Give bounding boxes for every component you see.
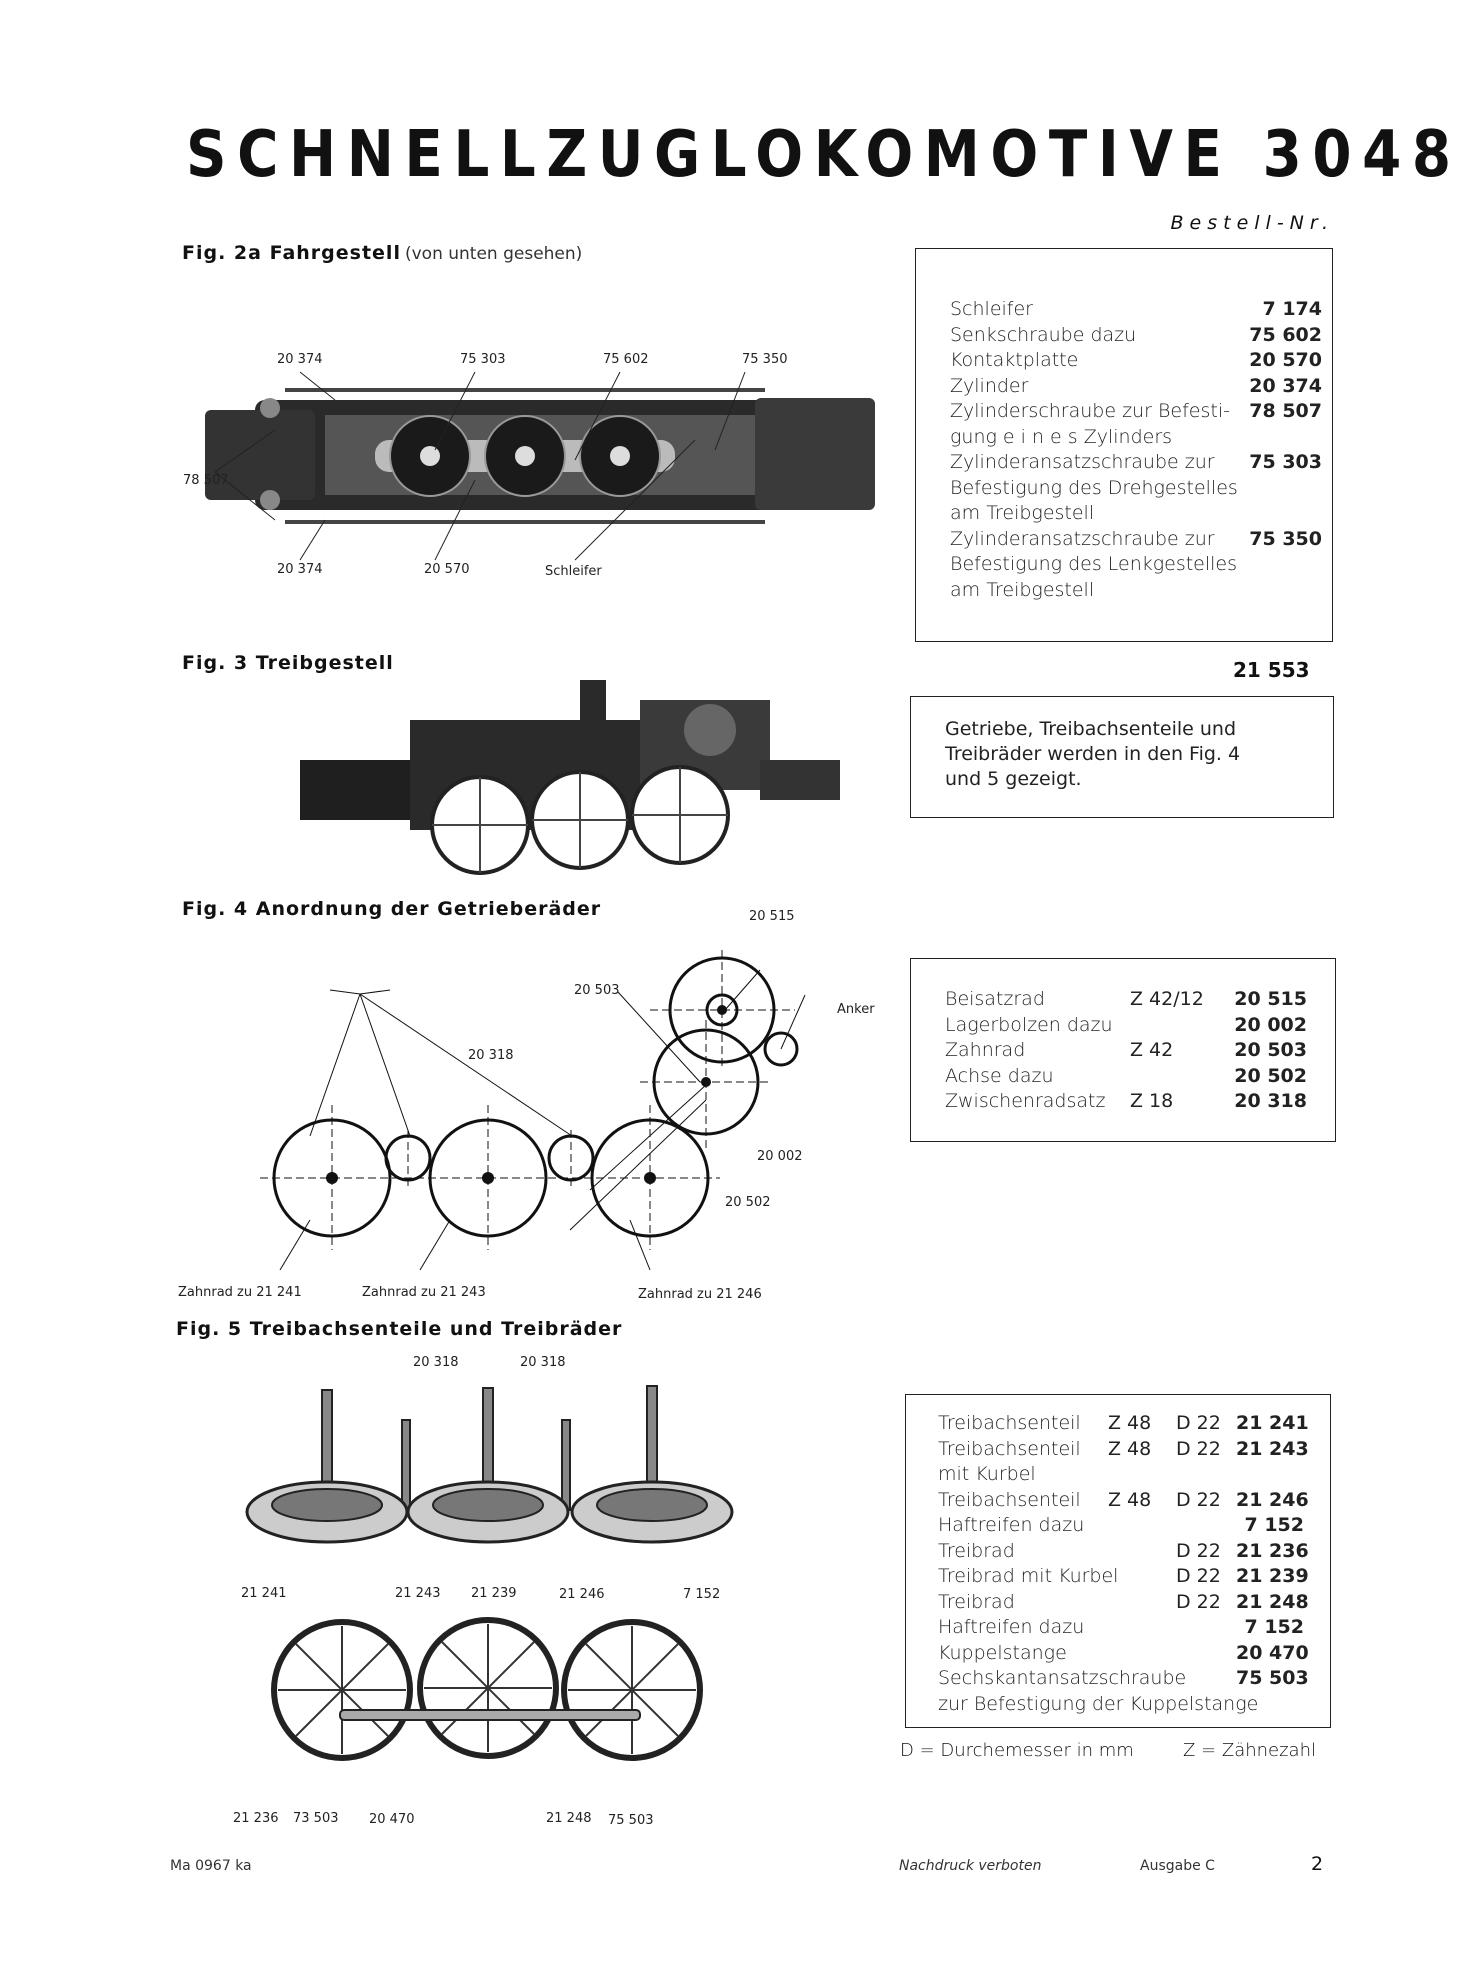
fig4-callout: 20 318 [468,1048,514,1063]
axle-and-wheels-illustration [245,1385,734,1761]
fig5-callout: 20 318 [520,1355,566,1370]
fig5-callout: 75 503 [608,1813,654,1828]
fig5-callout: 21 248 [546,1811,592,1826]
fig4-callout: Anker [837,1002,875,1017]
legend-teeth: Z = Zähnezahl [1183,1740,1316,1761]
fig-4-label: Fig. 4 Anordnung der Getrieberäder [182,898,602,920]
legend-diameter: D = Durchemesser in mm [900,1740,1134,1761]
note-line: Treibräder werden in den Fig. 4 [945,743,1241,765]
fig2a-callout: 75 303 [460,352,506,367]
page-title: SCHNELLZUGLOKOMOTIVE 3048 [186,118,1462,192]
fig2a-callout: 20 570 [424,562,470,577]
note-line: und 5 gezeigt. [945,768,1082,790]
fig4-callout: 20 503 [574,983,620,998]
fig-3-label: Fig. 3 Treibgestell [182,652,394,674]
part-row: Befestigung des Drehgestelles [950,476,1238,499]
part-row: mit Kurbel [938,1463,1036,1485]
fig5-callout: 21 236 [233,1811,279,1826]
fig2a-callout: 20 374 [277,562,323,577]
fig5-callout: 21 239 [471,1586,517,1601]
fig-5-label: Fig. 5 Treibachsenteile und Treibräder [176,1318,623,1340]
fig5-callout: 20 470 [369,1812,415,1827]
fig5-callout: 21 243 [395,1586,441,1601]
fig5-callout: 20 318 [413,1355,459,1370]
part-row: Zylinderschraube zur Befesti-78 507 [950,400,1322,422]
note-line: Getriebe, Treibachsenteile und [945,718,1237,740]
fig3-note-box: Getriebe, Treibachsenteile und Treibräde… [910,696,1334,818]
fig2a-callout: 20 374 [277,352,323,367]
reprint-notice: Nachdruck verboten [899,1858,1042,1874]
part-row: gung e i n e s Zylinders [950,425,1173,448]
order-number-heading: Bestell-Nr. [1170,212,1334,234]
part-row: am Treibgestell [950,502,1095,524]
document-code: Ma 0967 ka [170,1858,252,1874]
fig2a-callout: 75 602 [603,352,649,367]
fig-2a-label: Fig. 2a Fahrgestell(von unten gesehen) [182,242,583,264]
fig2a-callout: Schleifer [545,564,602,579]
gear-arrangement-diagram [260,950,806,1271]
fig2a-callout: 78 507 [183,473,229,488]
fig4-callout: Zahnrad zu 21 241 [178,1285,302,1300]
chassis-underside-illustration [205,388,875,524]
page-number: 2 [1311,1853,1324,1875]
fig5-callout: 21 241 [241,1586,287,1601]
part-row: am Treibgestell [950,578,1095,601]
fig4-callout: Zahnrad zu 21 246 [638,1287,762,1302]
edition-label: Ausgabe C [1140,1858,1215,1874]
drive-chassis-illustration [300,680,840,875]
fig4-callout: Zahnrad zu 21 243 [362,1285,486,1300]
fig5-callout: 21 246 [559,1587,605,1602]
fig4-callout: 20 502 [725,1195,771,1210]
fig5-callout: 7 152 [683,1587,721,1602]
fig3-order-number: 21 553 [1233,658,1310,682]
fig2a-callout: 75 350 [742,352,788,367]
fig5-callout: 73 503 [293,1811,339,1826]
part-row: Befestigung des Lenkgestelles [950,553,1238,575]
fig4-callout: 20 002 [757,1149,803,1164]
fig4-callout: 20 515 [749,909,795,924]
fig2a-leader-lines [214,371,746,561]
part-row: zur Befestigung der Kuppelstange [938,1692,1259,1715]
